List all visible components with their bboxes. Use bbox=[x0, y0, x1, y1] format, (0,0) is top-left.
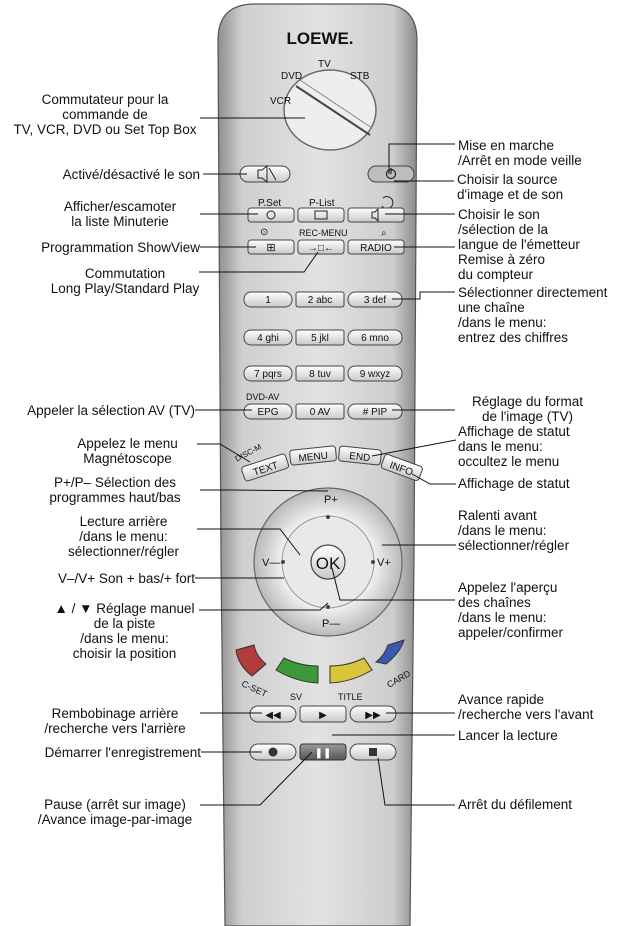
label-showview: Programmation ShowView bbox=[41, 240, 200, 255]
key-1: 1 bbox=[265, 295, 271, 306]
counter-reset-icon: ⌕ bbox=[381, 228, 387, 239]
key-5: 5 jkl bbox=[311, 333, 329, 344]
label-rewind: Rembobinage arrière/recherche vers l'arr… bbox=[44, 706, 186, 736]
svg-text:❚❚: ❚❚ bbox=[315, 748, 332, 759]
svg-text:END: END bbox=[349, 451, 371, 464]
title-label: TITLE bbox=[338, 692, 363, 702]
key-8: 8 tuv bbox=[309, 369, 331, 380]
end-button[interactable]: END bbox=[338, 445, 382, 466]
key-2: 2 abc bbox=[308, 295, 332, 306]
key-3: 3 def bbox=[364, 295, 386, 306]
timer-list-button[interactable] bbox=[247, 207, 295, 223]
key-7: 7 pqrs bbox=[254, 369, 282, 380]
remote-body bbox=[217, 3, 418, 926]
v-plus-label: V+ bbox=[377, 557, 391, 569]
p-plus-label: P+ bbox=[324, 494, 338, 506]
av-button[interactable]: 0 AV bbox=[295, 403, 345, 420]
lp-sp-button[interactable]: →□← bbox=[297, 239, 345, 255]
power-button[interactable] bbox=[367, 165, 415, 183]
selector-tv: TV bbox=[318, 59, 331, 70]
label-status: Affichage de statut bbox=[458, 476, 570, 491]
label-av-selection: Appeler la sélection AV (TV) bbox=[27, 403, 195, 418]
rewind-button[interactable]: ◀◀ bbox=[249, 705, 297, 723]
label-slow-forward: Ralenti avant/dans le menu:sélectionner/… bbox=[458, 508, 570, 553]
epg-button[interactable]: EPG bbox=[243, 403, 293, 420]
svg-text:MENU: MENU bbox=[298, 450, 328, 464]
p-minus-label: P— bbox=[322, 618, 340, 630]
svg-text:0 AV: 0 AV bbox=[310, 407, 331, 418]
label-pause: Pause (arrêt sur image)/Avance image-par… bbox=[37, 797, 193, 827]
key-9: 9 wxyz bbox=[360, 369, 391, 380]
svg-text:▶: ▶ bbox=[319, 710, 327, 721]
v-minus-label: V— bbox=[262, 557, 280, 569]
svg-text:◀◀: ◀◀ bbox=[265, 710, 281, 721]
svg-text:OK: OK bbox=[316, 554, 341, 573]
menu-button[interactable]: MENU bbox=[289, 445, 337, 466]
svg-text:# PIP: # PIP bbox=[363, 407, 388, 418]
number-keypad[interactable] bbox=[243, 291, 403, 382]
leader-lines-right bbox=[331, 143, 457, 806]
label-stop: Arrêt du défilement bbox=[458, 797, 573, 812]
rec-menu-label: REC-MENU bbox=[299, 228, 348, 238]
pip-button[interactable]: # PIP bbox=[347, 403, 403, 420]
plist-label: P-List bbox=[309, 198, 335, 209]
key-4: 4 ghi bbox=[257, 333, 279, 344]
showview-icon: ⊙ bbox=[260, 227, 268, 238]
label-record: Démarrer l'enregistrement bbox=[44, 745, 201, 760]
sound-select-button[interactable] bbox=[347, 207, 405, 223]
key-6: 6 mno bbox=[361, 333, 389, 344]
svg-text:▶▶: ▶▶ bbox=[365, 710, 381, 721]
selector-stb: STB bbox=[350, 71, 370, 82]
pset-label: P.Set bbox=[258, 198, 281, 209]
svg-text:⊞: ⊞ bbox=[266, 242, 275, 254]
label-power: Mise en marche/Arrêt en mode veille bbox=[458, 138, 582, 168]
source-selector-dial[interactable] bbox=[283, 69, 377, 151]
fast-forward-button[interactable]: ▶▶ bbox=[349, 705, 397, 723]
label-fast-forward: Avance rapide/recherche vers l'avant bbox=[458, 692, 594, 722]
label-mute: Activé/désactivé le son bbox=[62, 167, 200, 182]
selector-vcr: VCR bbox=[270, 96, 291, 107]
pause-button[interactable]: ❚❚ bbox=[299, 743, 347, 761]
svg-text:EPG: EPG bbox=[257, 407, 278, 418]
dvd-av-label: DVD-AV bbox=[246, 392, 279, 402]
svg-text:→□←: →□← bbox=[308, 243, 334, 254]
label-play: Lancer la lecture bbox=[458, 728, 558, 743]
record-button[interactable] bbox=[249, 743, 297, 761]
leader-lines-left bbox=[195, 117, 329, 806]
brand-logo: LOEWE. bbox=[286, 29, 353, 48]
mute-button[interactable] bbox=[239, 164, 291, 184]
sv-label: SV bbox=[290, 692, 302, 702]
ok-button[interactable]: OK bbox=[310, 544, 346, 580]
color-buttons[interactable] bbox=[235, 639, 405, 684]
play-button[interactable]: ▶ bbox=[299, 705, 347, 723]
selector-dvd: DVD bbox=[281, 71, 302, 82]
stop-button[interactable] bbox=[349, 743, 397, 761]
label-volume: V–/V+ Son + bas/+ fort bbox=[58, 571, 195, 586]
label-reverse-play: Lecture arrière/dans le menu:sélectionne… bbox=[67, 514, 180, 559]
source-select-button[interactable] bbox=[297, 207, 345, 223]
svg-text:RADIO: RADIO bbox=[360, 243, 392, 254]
